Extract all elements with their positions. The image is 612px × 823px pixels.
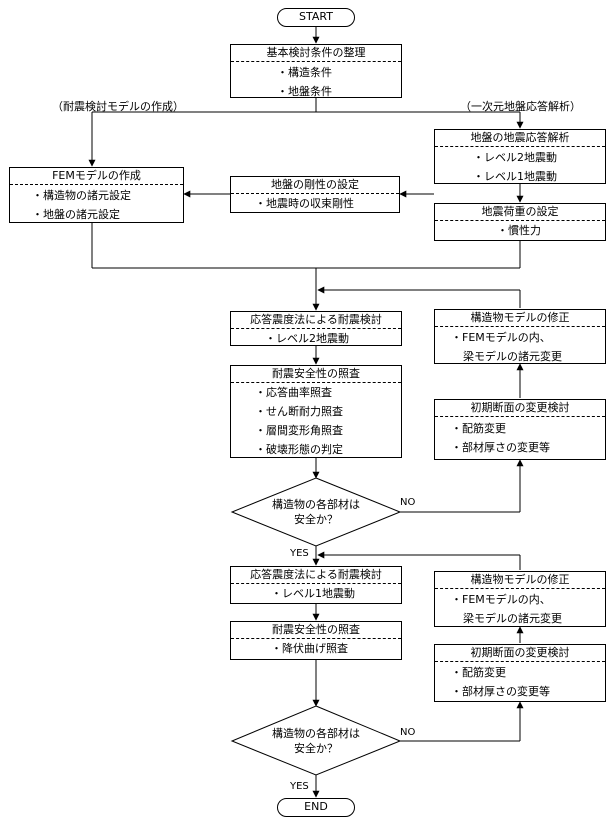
- ground-response-item-2: ・レベル1地震動: [473, 170, 557, 183]
- decision-2-yes-label: YES: [290, 781, 309, 792]
- condition-title: 基本検討条件の整理: [231, 45, 401, 62]
- decision-2-line1: 構造物の各部材は: [272, 727, 360, 740]
- start-label: START: [299, 10, 333, 23]
- section-review-box-2: 初期断面の変更検討 ・配筋変更 ・部材厚さの変更等: [434, 644, 606, 702]
- check-level2-box: 応答震度法による耐震検討 ・レベル2地震動: [230, 311, 402, 346]
- section-review-1-item-2: ・部材厚さの変更等: [451, 441, 550, 454]
- safety-level2-item-3: ・層間変形角照査: [255, 424, 343, 437]
- section-review-box-1: 初期断面の変更検討 ・配筋変更 ・部材厚さの変更等: [434, 399, 606, 460]
- ground-stiffness-item-1: ・地震時の収束剛性: [255, 197, 354, 210]
- safety-level1-title: 耐震安全性の照査: [231, 622, 401, 639]
- decision-2-text: 構造物の各部材は 安全か？: [246, 726, 386, 756]
- seismic-load-title: 地震荷重の設定: [435, 204, 605, 221]
- decision-1-line2: 安全か？: [294, 513, 338, 526]
- modify-model-2-item-2: 梁モデルの諸元変更: [463, 612, 562, 625]
- section-review-1-title: 初期断面の変更検討: [435, 400, 605, 417]
- fem-model-box: FEMモデルの作成 ・構造物の諸元設定 ・地盤の諸元設定: [9, 167, 184, 223]
- modify-model-1-item-2: 梁モデルの諸元変更: [463, 350, 562, 363]
- ground-response-box: 地盤の地震応答解析 ・レベル2地震動 ・レベル1地震動: [434, 129, 606, 184]
- section-review-2-item-2: ・部材厚さの変更等: [451, 685, 550, 698]
- decision-2-line2: 安全か？: [294, 742, 338, 755]
- decision-1-no-label: NO: [400, 497, 416, 508]
- seismic-load-item-1: ・慣性力: [497, 224, 541, 237]
- condition-item-1: ・構造条件: [277, 66, 332, 79]
- decision-1-yes-label: YES: [290, 548, 309, 559]
- safety-level2-box: 耐震安全性の照査 ・応答曲率照査 ・せん断耐力照査 ・層間変形角照査 ・破壊形態…: [230, 365, 402, 458]
- check-level2-item-1: ・レベル2地震動: [265, 332, 349, 345]
- start-terminal: START: [277, 8, 355, 27]
- safety-level2-item-1: ・応答曲率照査: [255, 386, 332, 399]
- ground-response-item-1: ・レベル2地震動: [473, 151, 557, 164]
- check-level1-box: 応答震度法による耐震検討 ・レベル1地震動: [230, 566, 402, 604]
- decision-2-no-label: NO: [400, 727, 416, 738]
- ground-stiffness-title: 地盤の剛性の設定: [231, 177, 399, 194]
- safety-level2-item-2: ・せん断耐力照査: [255, 405, 343, 418]
- safety-level1-box: 耐震安全性の照査 ・降伏曲げ照査: [230, 621, 402, 660]
- condition-box: 基本検討条件の整理 ・構造条件 ・地盤条件: [230, 44, 402, 98]
- check-level1-title: 応答震度法による耐震検討: [231, 567, 401, 584]
- decision-1-text: 構造物の各部材は 安全か？: [246, 497, 386, 527]
- decision-diamond-2: [230, 705, 402, 776]
- modify-model-box-1: 構造物モデルの修正 ・FEMモデルの内、 梁モデルの諸元変更: [434, 309, 606, 364]
- section-review-2-item-1: ・配筋変更: [451, 666, 506, 679]
- note-ground-analysis: （一次元地盤応答解析）: [460, 100, 581, 113]
- modify-model-1-title: 構造物モデルの修正: [435, 310, 605, 327]
- fem-model-item-2: ・地盤の諸元設定: [32, 208, 120, 221]
- check-level2-title: 応答震度法による耐震検討: [231, 312, 401, 329]
- section-review-1-item-1: ・配筋変更: [451, 422, 506, 435]
- safety-level1-item-1: ・降伏曲げ照査: [271, 642, 348, 655]
- decision-diamond-1: [230, 477, 402, 547]
- ground-stiffness-box: 地盤の剛性の設定 ・地震時の収束剛性: [230, 176, 400, 213]
- safety-level2-item-4: ・破壊形態の判定: [255, 443, 343, 456]
- check-level1-item-1: ・レベル1地震動: [271, 587, 355, 600]
- ground-response-title: 地盤の地震応答解析: [435, 130, 605, 147]
- end-label: END: [304, 800, 328, 813]
- note-model-creation: （耐震検討モデルの作成）: [52, 100, 184, 113]
- seismic-load-box: 地震荷重の設定 ・慣性力: [434, 203, 606, 241]
- modify-model-box-2: 構造物モデルの修正 ・FEMモデルの内、 梁モデルの諸元変更: [434, 571, 606, 627]
- decision-1-line1: 構造物の各部材は: [272, 498, 360, 511]
- section-review-2-title: 初期断面の変更検討: [435, 645, 605, 662]
- fem-model-item-1: ・構造物の諸元設定: [32, 189, 131, 202]
- modify-model-2-title: 構造物モデルの修正: [435, 572, 605, 589]
- end-terminal: END: [277, 798, 355, 817]
- safety-level2-title: 耐震安全性の照査: [231, 366, 401, 383]
- modify-model-1-item-1: ・FEMモデルの内、: [451, 331, 551, 344]
- fem-model-title: FEMモデルの作成: [10, 168, 183, 185]
- modify-model-2-item-1: ・FEMモデルの内、: [451, 593, 551, 606]
- condition-item-2: ・地盤条件: [277, 85, 332, 98]
